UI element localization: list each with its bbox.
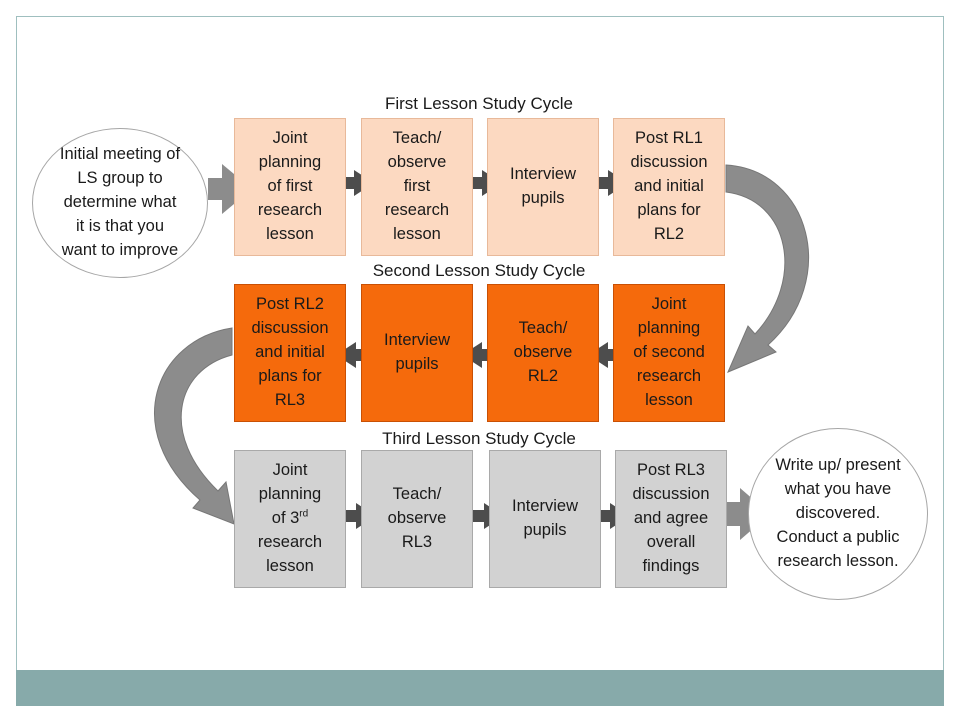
- arrow-c2-3-2: [462, 342, 498, 368]
- cycle3-step1: Joint planning of 3rd research lesson: [234, 450, 346, 588]
- arrow-c3-3-4: [594, 503, 630, 529]
- step-label-superscript: rd: [299, 508, 309, 520]
- step-label: Teach/ observe first research lesson: [384, 129, 450, 243]
- arrow-start-to-cycle1: [208, 164, 252, 214]
- step-label: Post RL3 discussion and agree overall fi…: [632, 461, 710, 575]
- arrow-c2-4-3: [588, 342, 624, 368]
- cycle2-step2: Interview pupils: [361, 284, 473, 422]
- arrow-c2-2-1: [336, 342, 372, 368]
- step-label: Post RL2 discussion and initial plans fo…: [251, 295, 329, 409]
- cycle3-step4: Post RL3 discussion and agree overall fi…: [615, 450, 727, 588]
- cycle3-step3: Interview pupils: [489, 450, 601, 588]
- arrow-c3-1-2: [340, 503, 376, 529]
- step-label: Teach/ observe RL3: [387, 485, 447, 551]
- step-label: Teach/ observe RL2: [513, 319, 573, 385]
- step-label: Interview pupils: [383, 331, 451, 373]
- step-label: Interview pupils: [511, 497, 579, 539]
- cycle2-step4: Joint planning of second research lesson: [613, 284, 725, 422]
- curved-arrow-cycle2-to-cycle3: [154, 327, 235, 525]
- step-label: Joint planning of second research lesson: [633, 295, 705, 409]
- start-circle-text: Initial meeting of LS group to determine…: [59, 145, 181, 259]
- step-label: Interview pupils: [509, 165, 577, 207]
- cycle1-step1: Joint planning of first research lesson: [234, 118, 346, 256]
- step-label: Joint planning of 3rd research lesson: [258, 459, 322, 579]
- step-label: Post RL1 discussion and initial plans fo…: [630, 129, 708, 243]
- cycle1-step4: Post RL1 discussion and initial plans fo…: [613, 118, 725, 256]
- cycle2-step3: Teach/ observe RL2: [487, 284, 599, 422]
- curved-arrow-cycle1-to-cycle2: [725, 164, 810, 373]
- cycle1-title: First Lesson Study Cycle: [384, 94, 573, 113]
- arrow-c3-2-3: [468, 503, 504, 529]
- start-circle: Initial meeting of LS group to determine…: [32, 128, 208, 278]
- step-label-main: Joint planning of 3: [258, 461, 322, 528]
- cycle3-step2: Teach/ observe RL3: [361, 450, 473, 588]
- cycle1-step3: Interview pupils: [487, 118, 599, 256]
- cycle2-step1: Post RL2 discussion and initial plans fo…: [234, 284, 346, 422]
- cycle2-title: Second Lesson Study Cycle: [372, 261, 586, 280]
- footer-bar: [16, 670, 944, 706]
- cycle1-step2: Teach/ observe first research lesson: [361, 118, 473, 256]
- arrow-c1-2-3: [466, 170, 502, 196]
- end-circle: Write up/ present what you have discover…: [748, 428, 928, 600]
- arrow-c1-1-2: [338, 170, 374, 196]
- step-label-rest: research lesson: [257, 532, 323, 575]
- step-label: Joint planning of first research lesson: [257, 129, 323, 243]
- cycle3-title: Third Lesson Study Cycle: [382, 429, 576, 448]
- arrow-c1-3-4: [592, 170, 628, 196]
- end-circle-text: Write up/ present what you have discover…: [775, 456, 901, 570]
